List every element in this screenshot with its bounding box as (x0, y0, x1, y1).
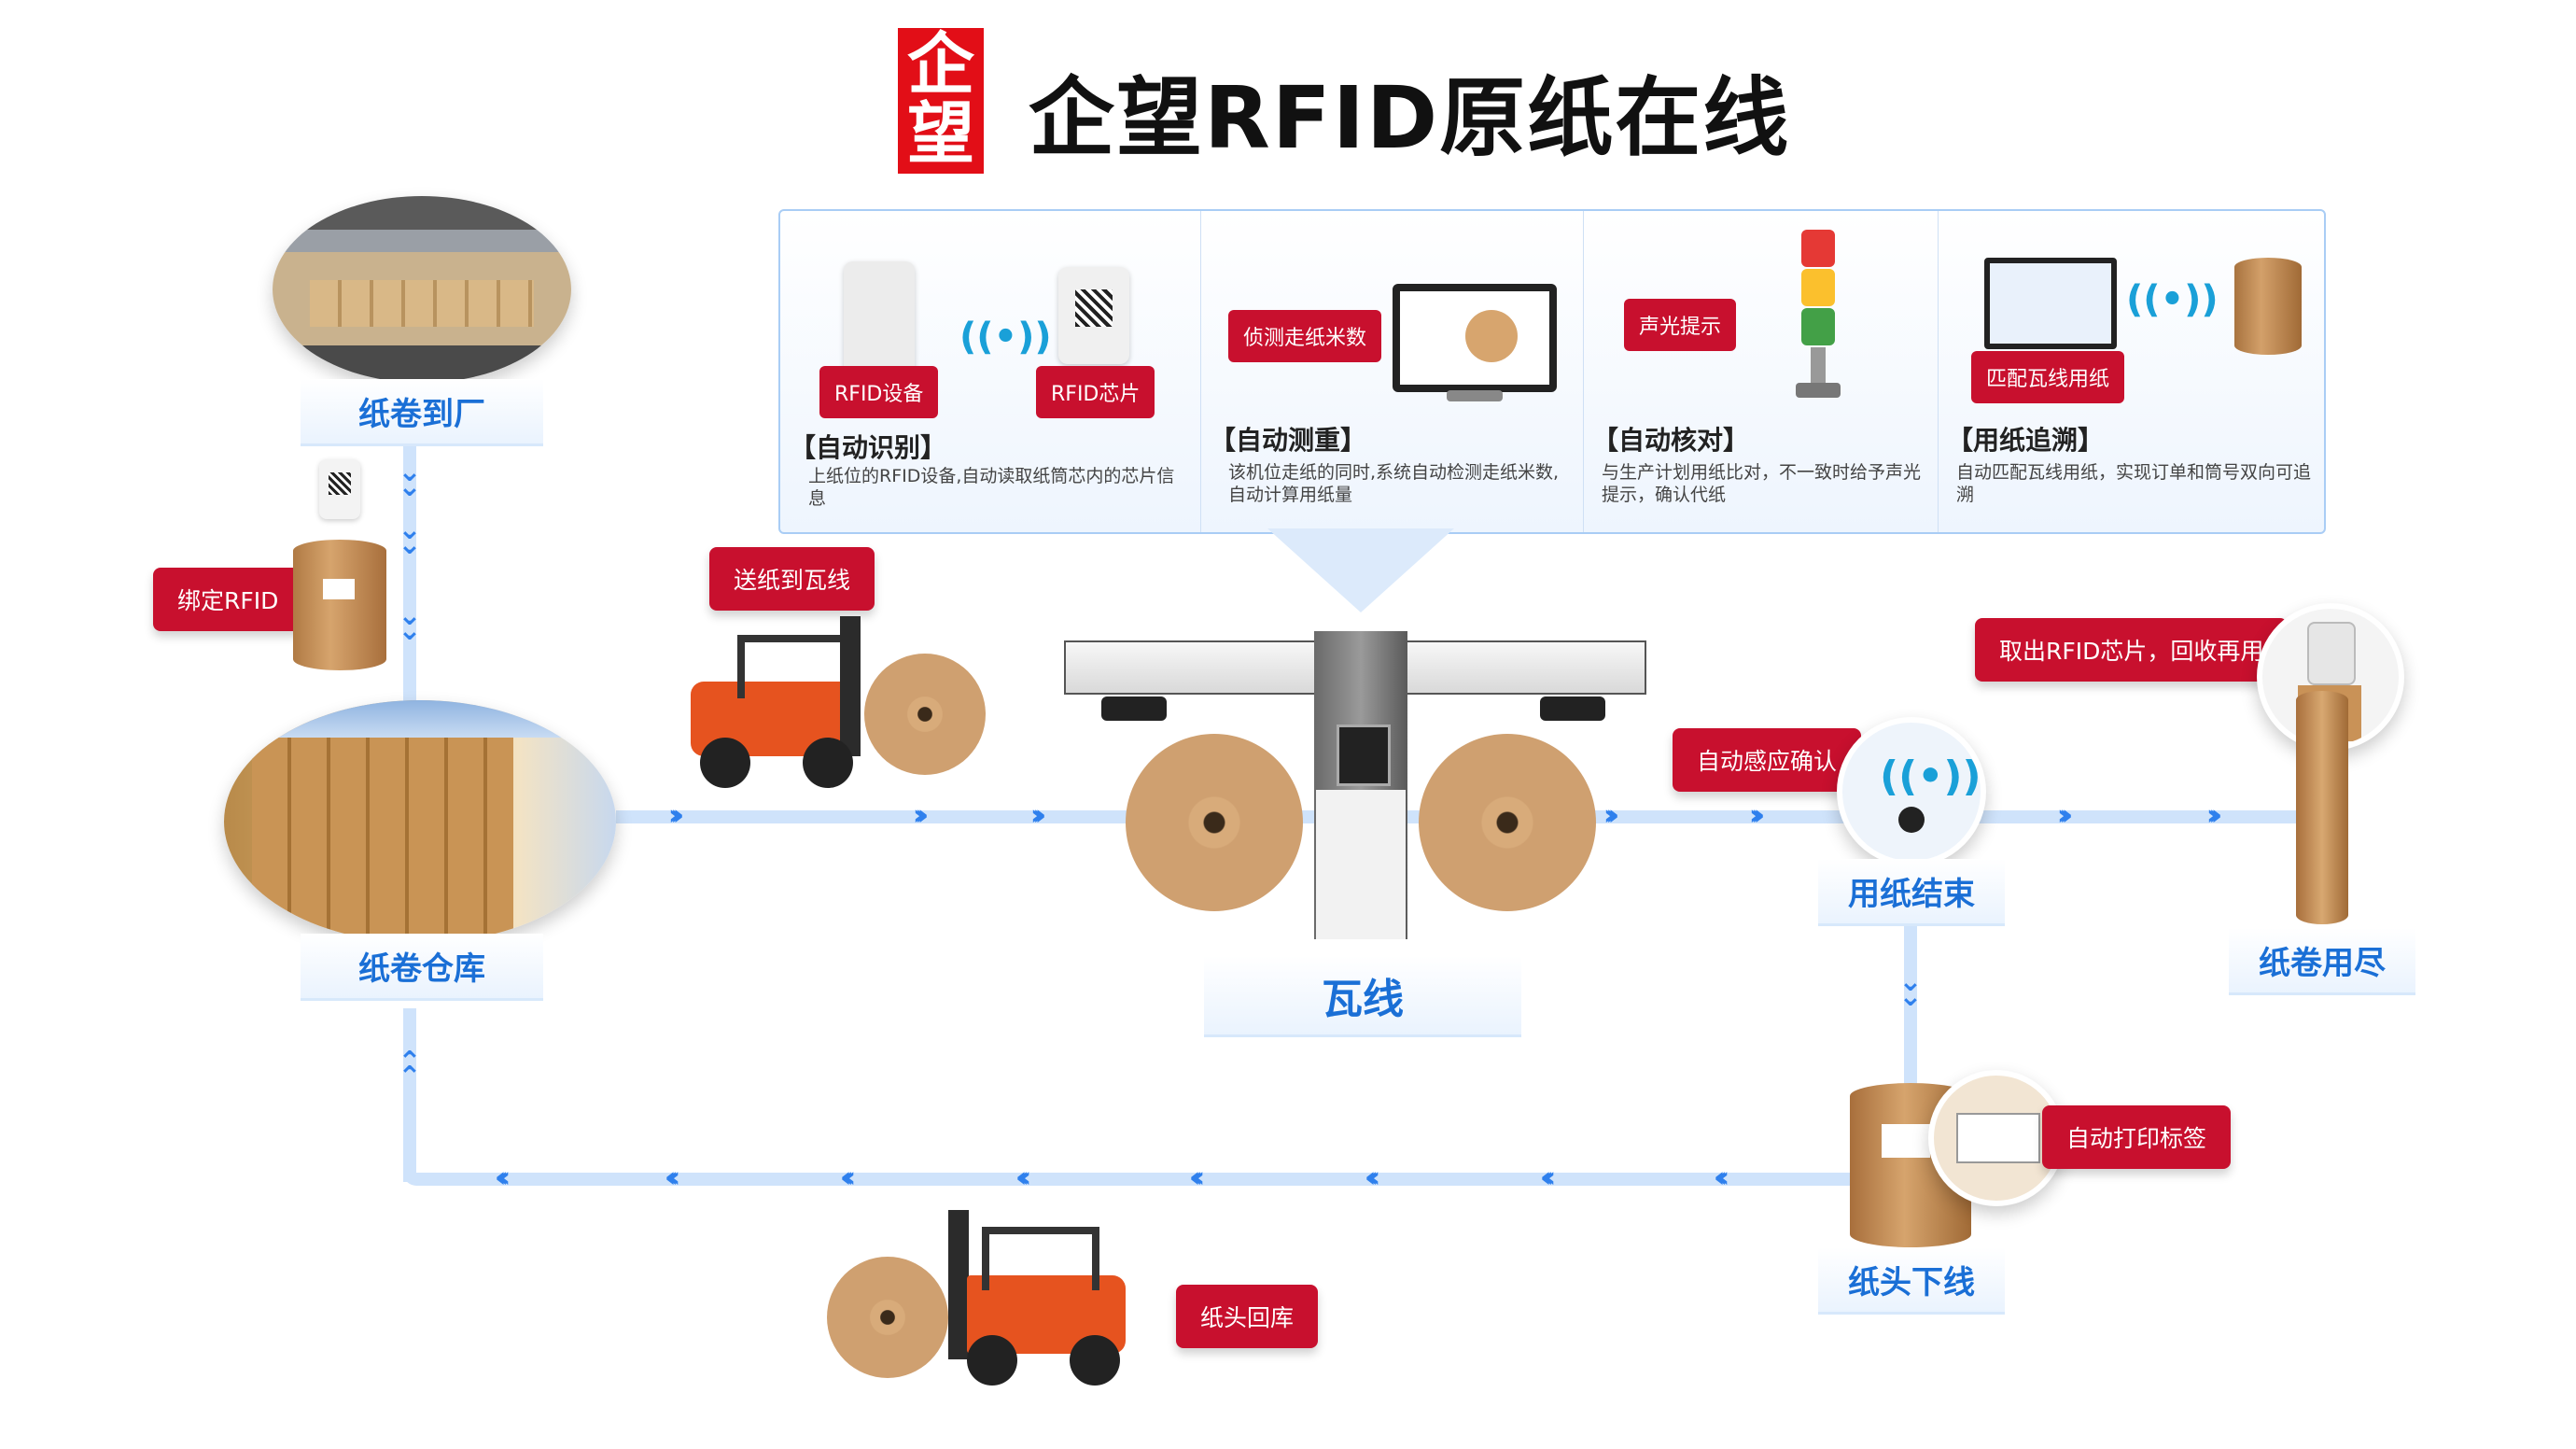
monitor-icon (1984, 258, 2117, 349)
flow-line-offline-down (1904, 915, 1917, 1092)
rfid-signal-icon: ((•)) (2126, 278, 2219, 321)
panel-col-identify: RFID设备 ((•)) RFID芯片 【自动识别】 上纸位的RFID设备,自动… (780, 211, 1201, 532)
forklift-icon (672, 616, 989, 794)
panel-col-check: 声光提示 【自动核对】 与生产计划用纸比对，不一致时给予声光提示，确认代纸 (1583, 211, 1939, 532)
panel-desc-identify: 上纸位的RFID设备,自动读取纸筒芯内的芯片信息 (808, 466, 1175, 509)
tag-bind-rfid: 绑定RFID (153, 568, 303, 631)
chevron-left-icon: ‹‹‹ (495, 1161, 511, 1194)
chevron-up-icon: ⌃⌃ (398, 1046, 422, 1093)
panel-pointer (1267, 528, 1454, 612)
tag-rfid-chip: RFID芯片 (1036, 366, 1155, 418)
chevron-down-icon: ⌄⌄ (398, 513, 422, 561)
flow-line-arrival-down (403, 439, 416, 719)
chevron-left-icon: ‹‹‹ (1365, 1161, 1380, 1194)
node-label-roll-offline: 纸头下线 (1818, 1247, 2005, 1315)
node-label-corrugator: 瓦线 (1204, 956, 1521, 1037)
panel-desc-trace: 自动匹配瓦线用纸，实现订单和筒号双向可追溯 (1956, 462, 2312, 505)
chevron-right-icon: ››› (1030, 799, 1046, 832)
info-panel: RFID设备 ((•)) RFID芯片 【自动识别】 上纸位的RFID设备,自动… (778, 209, 2326, 534)
panel-col-trace: 匹配瓦线用纸 ((•)) 【用纸追溯】 自动匹配瓦线用纸，实现订单和筒号双向可追… (1938, 211, 2324, 532)
logo-char-1: 企 (906, 24, 974, 104)
panel-desc-measure: 该机位走纸的同时,系统自动检测走纸米数,自动计算用纸量 (1228, 462, 1560, 505)
auto-confirm-photo: ((•)) (1837, 717, 1986, 866)
panel-title-measure: 【自动测重】 (1210, 425, 1367, 456)
chevron-left-icon: ‹‹‹ (1015, 1161, 1031, 1194)
chevron-right-icon: ››› (668, 799, 684, 832)
qr-chip-icon (1058, 267, 1129, 364)
chevron-right-icon: ››› (2057, 799, 2073, 832)
chevron-right-icon: ››› (1749, 799, 1765, 832)
chevron-down-icon: ⌄⌄ (398, 599, 422, 647)
chevron-down-icon: ⌄⌄ (1898, 965, 1923, 1013)
panel-desc-check: 与生产计划用纸比对，不一致时给予声光提示，确认代纸 (1602, 462, 1922, 505)
paper-roll-icon (293, 540, 386, 670)
panel-title-check: 【自动核对】 (1592, 425, 1750, 456)
qr-chip-icon (319, 459, 360, 519)
tag-auto-confirm: 自动感应确认 (1673, 728, 1862, 792)
chevron-right-icon: ››› (2206, 799, 2222, 832)
panel-title-identify: 【自动识别】 (790, 432, 947, 463)
corrugator-machine (1064, 631, 1646, 939)
node-label-paper-end: 用纸结束 (1818, 859, 2005, 926)
print-label-photo (1928, 1070, 2065, 1206)
tag-detect-meters: 侦测走纸米数 (1228, 310, 1382, 362)
paper-roll-icon (2234, 258, 2302, 355)
node-label-warehouse: 纸卷仓库 (301, 934, 543, 1001)
chevron-left-icon: ‹‹‹ (1189, 1161, 1205, 1194)
chevron-right-icon: ››› (913, 799, 929, 832)
forklift-icon (827, 1204, 1144, 1391)
tag-to-line: 送纸到瓦线 (709, 547, 875, 611)
signal-light-icon (1796, 230, 1841, 407)
panel-col-measure: 侦测走纸米数 【自动测重】 该机位走纸的同时,系统自动检测走纸米数,自动计算用纸… (1200, 211, 1584, 532)
arrival-photo (273, 196, 571, 383)
brand-logo: 企 望 (898, 28, 984, 174)
tag-sound-light: 声光提示 (1624, 299, 1737, 351)
rfid-device-icon (844, 261, 915, 372)
chevron-left-icon: ‹‹‹ (1714, 1161, 1729, 1194)
tag-remove-chip: 取出RFID芯片，回收再用 (1975, 618, 2289, 682)
node-label-roll-used-up: 纸卷用尽 (2229, 928, 2415, 995)
node-label-arrival: 纸卷到厂 (301, 379, 543, 446)
rfid-signal-icon: ((•)) (959, 316, 1052, 359)
logo-char-2: 望 (906, 93, 974, 173)
page-title: 企望RFID原纸在线 (1029, 68, 1791, 168)
chevron-down-icon: ⌄⌄ (398, 456, 422, 503)
flow-line-warehouse-down (403, 1008, 416, 1182)
paper-tube-icon (2296, 691, 2348, 924)
chevron-left-icon: ‹‹‹ (1540, 1161, 1556, 1194)
chevron-left-icon: ‹‹‹ (665, 1161, 680, 1194)
flow-line-return (403, 1173, 1859, 1186)
panel-title-trace: 【用纸追溯】 (1947, 425, 2105, 456)
tag-print-label: 自动打印标签 (2042, 1105, 2232, 1169)
monitor-icon (1393, 284, 1557, 392)
tag-rfid-device: RFID设备 (819, 366, 939, 418)
chevron-left-icon: ‹‹‹ (840, 1161, 856, 1194)
warehouse-photo (224, 700, 616, 943)
tag-return-store: 纸头回库 (1176, 1285, 1319, 1348)
tag-match-paper: 匹配瓦线用纸 (1971, 351, 2125, 403)
